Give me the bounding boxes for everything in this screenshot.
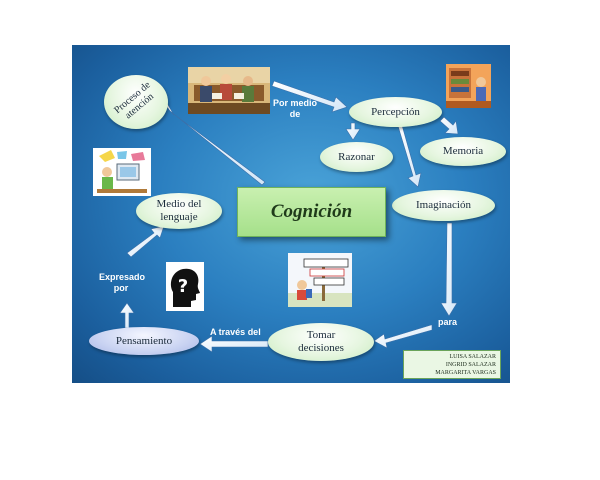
node-percepcion-label: Percepción [371, 105, 420, 118]
node-medio-lenguaje: Medio del lenguaje [136, 193, 222, 229]
node-imaginacion-label: Imaginación [416, 199, 471, 211]
arrow-percepcion-to-razonar [345, 122, 361, 141]
node-pensamiento-label: Pensamiento [115, 334, 173, 347]
node-memoria: Memoria [420, 137, 506, 166]
node-cognicion-label: Cognición [270, 201, 353, 222]
label-a-traves-del-text: A través del [210, 327, 261, 337]
label-por-medio-de-text: Por medio de [272, 98, 317, 119]
arrow-percepcion-to-memoria [439, 116, 459, 135]
node-cognicion: Cognición [237, 187, 386, 237]
node-memoria-label: Memoria [442, 145, 484, 157]
arrow-percepcion-to-imaginacion [397, 124, 422, 188]
author-name: INGRID SALAZAR [445, 362, 496, 368]
arrow-to-lenguaje [126, 225, 165, 258]
arrow-tomar-to-pensamiento [199, 335, 269, 353]
arrow-to-tomar [373, 324, 433, 349]
connectors-layer [119, 80, 459, 353]
arrow-to-percepcion [271, 80, 348, 113]
head-question-mark-icon: ? [166, 262, 204, 311]
label-a-traves-del: A través del [210, 327, 261, 338]
concept-map: ? Proceso de atención Percepción Razonar… [72, 45, 510, 383]
node-tomar-decisiones: Tomar decisiones [268, 323, 374, 361]
author-name: MARGARITA VARGAS [435, 370, 496, 376]
arrow-imaginacion-down [440, 222, 458, 317]
label-por-medio-de: Por medio de [272, 98, 318, 120]
label-expresado-por: Expresado por [99, 272, 146, 294]
people-reading-picture [188, 67, 270, 114]
label-expresado-por-text: Expresado por [99, 272, 146, 293]
authors-box: LUISA SALAZAR INGRID SALAZAR MARGARITA V… [403, 350, 501, 379]
arrow-cognicion-to-proceso [154, 102, 266, 186]
child-at-signpost-picture [288, 253, 352, 307]
node-medio-lenguaje-label: Medio del lenguaje [156, 198, 202, 223]
svg-text:?: ? [178, 276, 188, 297]
node-percepcion: Percepción [349, 97, 442, 127]
child-at-computer-picture [93, 148, 151, 196]
node-proceso-atencion: Proceso de atención [104, 75, 168, 129]
node-proceso-atencion-label: Proceso de atención [112, 79, 157, 122]
node-razonar-label: Razonar [338, 150, 375, 163]
author-name: LUISA SALAZAR [449, 354, 496, 360]
node-tomar-decisiones-label: Tomar decisiones [298, 329, 344, 354]
library-picture [446, 64, 491, 108]
label-para-text: para [438, 317, 458, 327]
label-para: para [438, 317, 457, 328]
node-pensamiento: Pensamiento [89, 327, 199, 355]
node-imaginacion: Imaginación [392, 190, 495, 221]
arrow-pensamiento-up [119, 302, 135, 329]
node-razonar: Razonar [320, 142, 393, 172]
